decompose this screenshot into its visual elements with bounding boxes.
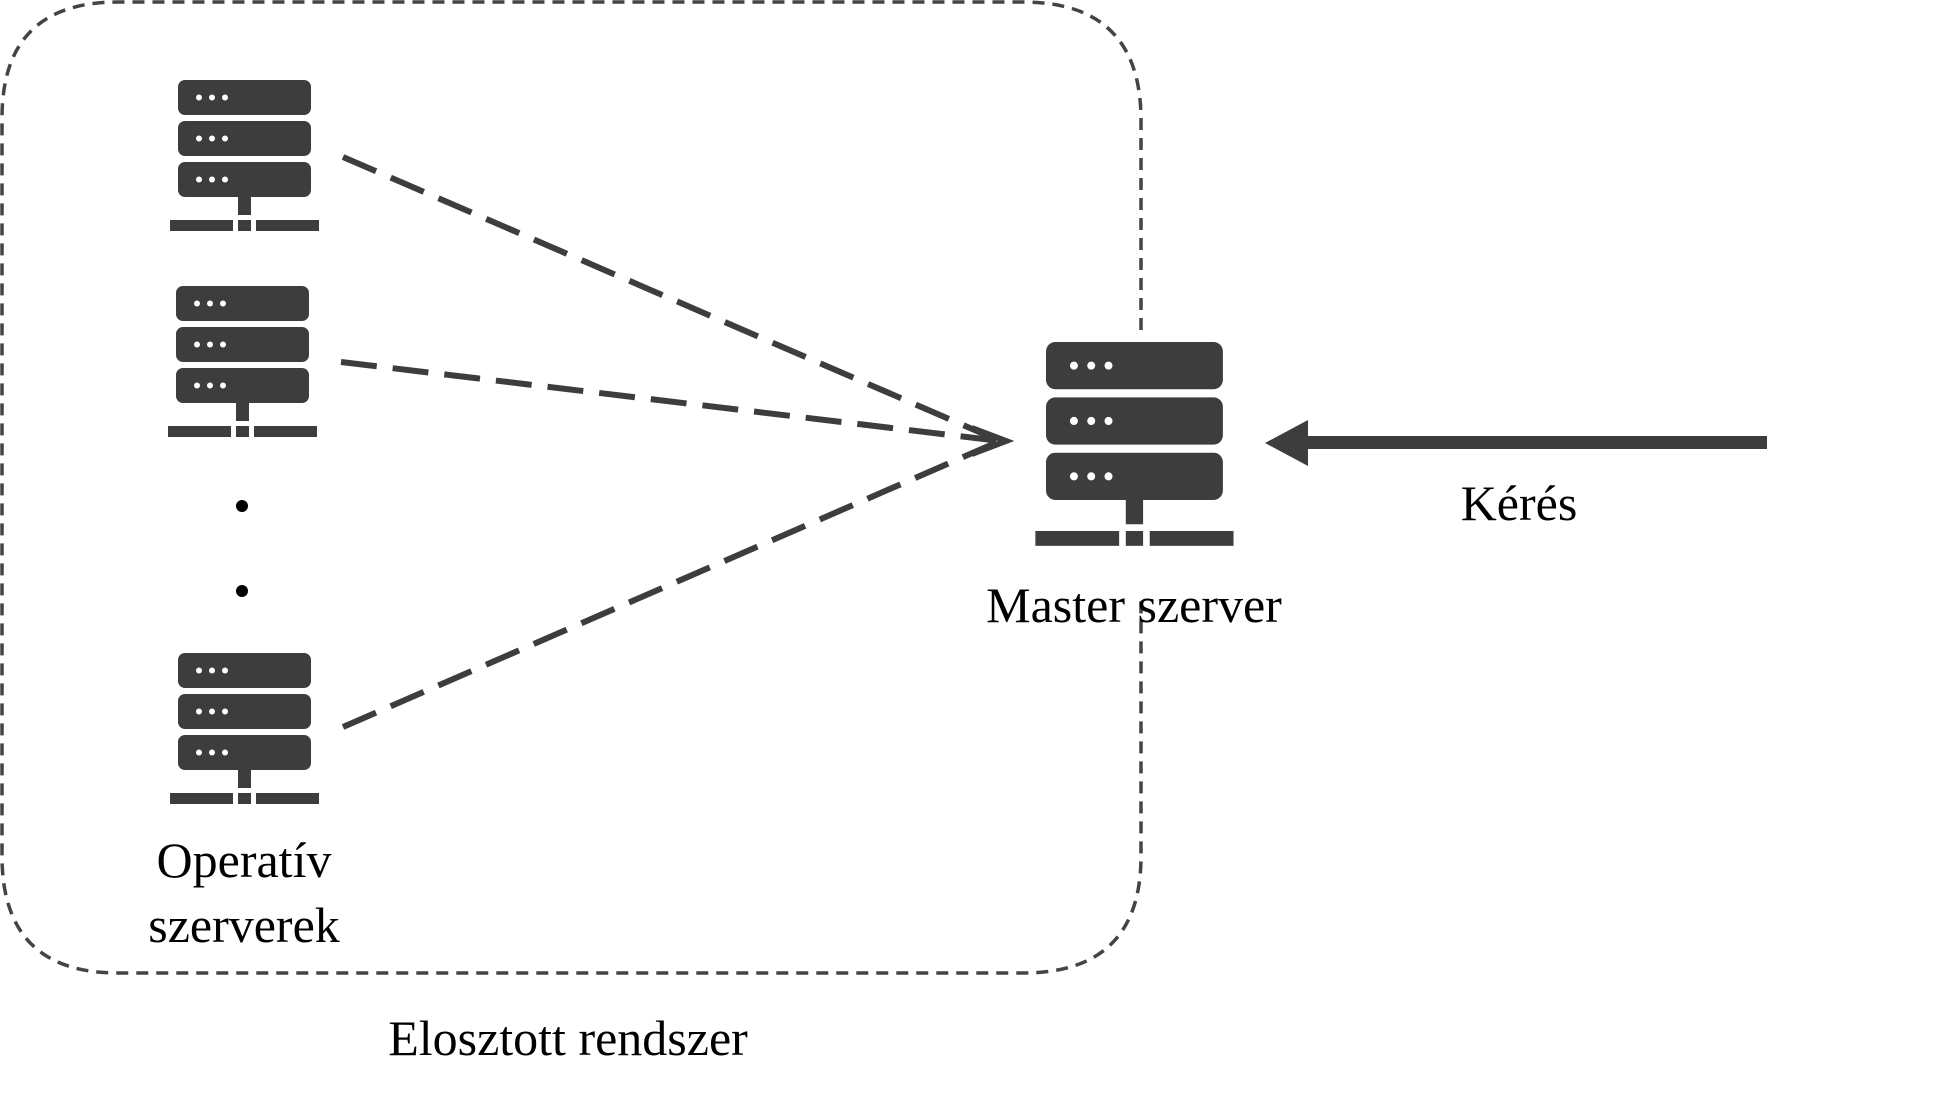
master-server-icon (1035, 342, 1234, 546)
system-label: Elosztott rendszer (388, 1010, 748, 1066)
connector-line-2 (340, 359, 1001, 444)
request-arrow-head (1265, 420, 1308, 466)
connector-arrowhead (970, 425, 1015, 457)
operative-servers-label-line1: Operatív (157, 832, 332, 888)
server-icon (168, 286, 317, 437)
connector-line-1 (341, 154, 1002, 444)
request-label: Kérés (1461, 475, 1578, 531)
master-server-label: Master szerver (986, 577, 1282, 633)
request-arrow-shaft (1300, 436, 1767, 449)
operative-servers-label-line2: szerverek (148, 897, 340, 953)
connector-line-3 (341, 438, 1002, 730)
ellipsis-dot (236, 500, 248, 512)
ellipsis-dot (236, 585, 248, 597)
server-icon (170, 653, 319, 804)
system-boundary (0, 0, 1143, 975)
server-icon (170, 80, 319, 231)
